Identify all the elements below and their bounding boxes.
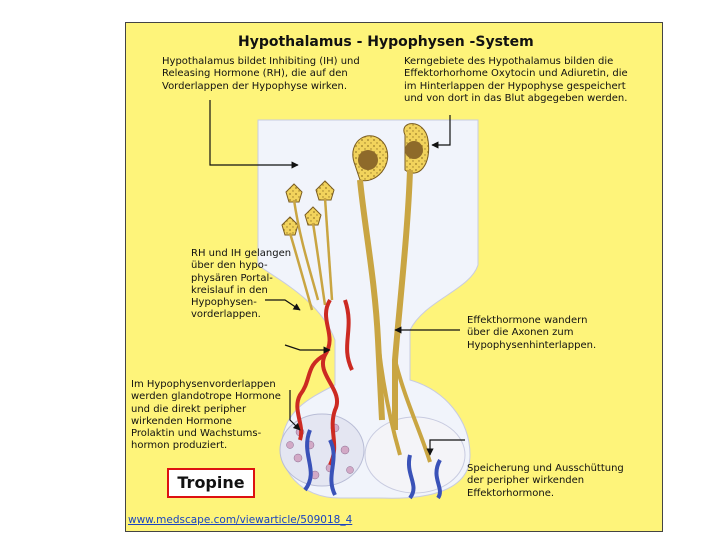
portal-artery <box>295 298 354 466</box>
source-link[interactable]: www.medscape.com/viewarticle/509018_4 <box>128 514 353 526</box>
magnocellular-neurons <box>352 123 432 463</box>
posterior-lobe <box>364 416 466 494</box>
portal-vein <box>303 429 442 500</box>
tropine-label: Tropine <box>167 468 255 498</box>
leader-lines <box>209 100 465 456</box>
neuron-axons <box>288 197 334 311</box>
note-speicherung: Speicherung und Ausschüttung der periphe… <box>467 463 624 499</box>
note-effekthormone: Effekthormone wandern über die Axonen zu… <box>467 315 597 351</box>
note-vorderlappen: Im Hypophysenvorderlappen werden glandot… <box>131 379 281 452</box>
anterior-lobe <box>279 413 365 487</box>
note-kerngebiete: Kerngebiete des Hypothalamus bilden die … <box>404 56 628 104</box>
parvocellular-neurons <box>281 180 335 236</box>
note-releasing-hormones: Hypothalamus bildet Inhibiting (IH) und … <box>162 56 360 92</box>
note-portal-circulation: RH und IH gelangen über den hypo- physär… <box>191 248 292 321</box>
diagram-title: Hypothalamus - Hypophysen -System <box>238 34 534 50</box>
